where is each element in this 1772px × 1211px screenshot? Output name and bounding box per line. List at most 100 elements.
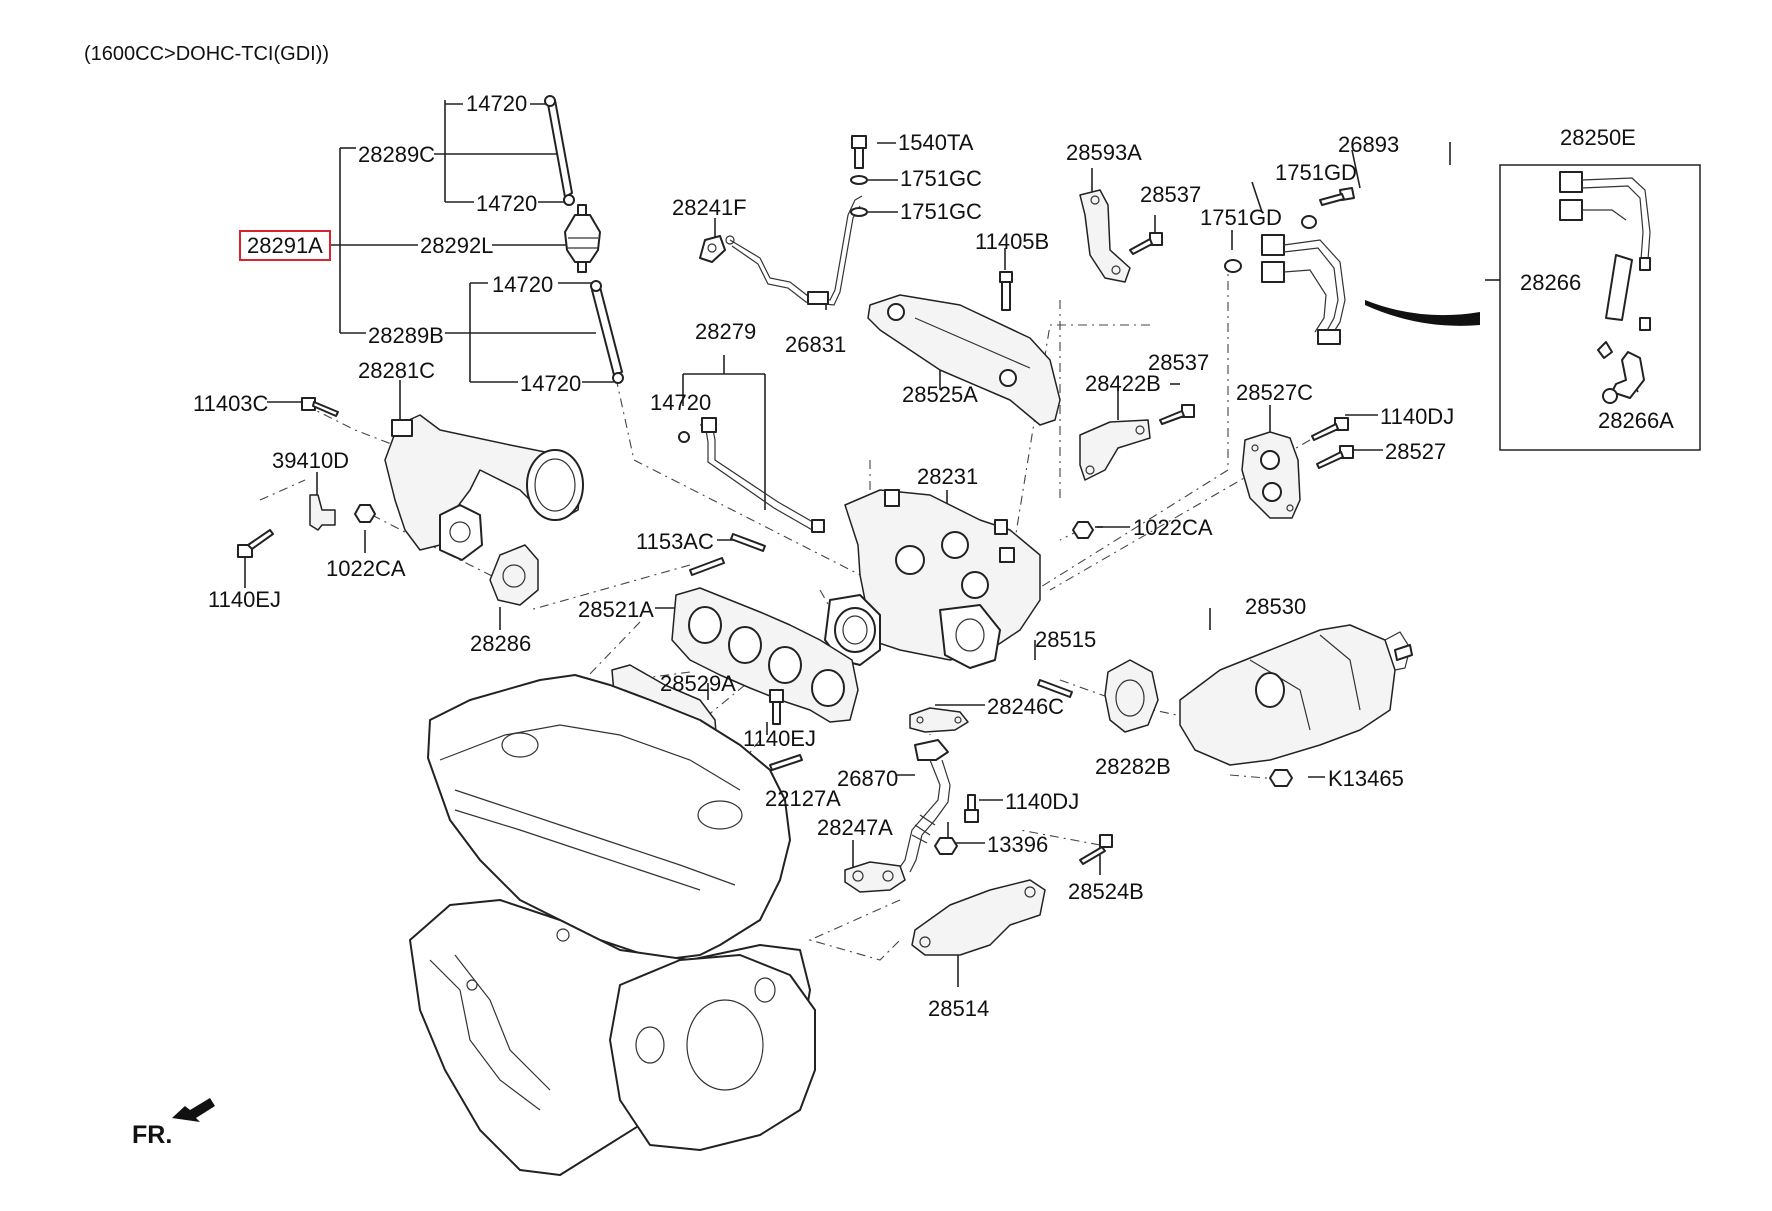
label-11403C[interactable]: 11403C	[193, 391, 269, 416]
label-28246C[interactable]: 28246C	[987, 694, 1064, 719]
front-direction-label: FR.	[132, 1121, 172, 1149]
engine-block	[409, 674, 816, 1176]
oil-return-pipe-28279	[678, 417, 825, 533]
label-28292L[interactable]: 28292L	[420, 233, 493, 258]
variant-header: (1600CC>DOHC-TCI(GDI))	[84, 43, 329, 65]
vacuum-hose-lower	[590, 280, 624, 384]
label-28527[interactable]: 28527	[1385, 439, 1446, 464]
banjo-bolt-1540TA	[850, 135, 868, 217]
stud-22127A	[769, 754, 803, 771]
label-26870[interactable]: 26870	[837, 766, 898, 791]
label-28521A[interactable]: 28521A	[578, 597, 654, 622]
label-28422B[interactable]: 28422B	[1085, 371, 1161, 396]
label-14720-c[interactable]: 14720	[492, 272, 553, 297]
label-11405B[interactable]: 11405B	[975, 229, 1049, 254]
label-28266A[interactable]: 28266A	[1598, 408, 1674, 433]
label-1022CA-b[interactable]: 1022CA	[1133, 515, 1213, 540]
label-1140EJ-a[interactable]: 1140EJ	[208, 587, 281, 612]
label-28282B[interactable]: 28282B	[1095, 754, 1171, 779]
turbocharger-28231	[824, 489, 1041, 669]
label-14720-b[interactable]: 14720	[476, 191, 537, 216]
bolts-1140DJ-28527	[1311, 417, 1354, 469]
oil-feed-pipe-26831	[699, 195, 863, 306]
bolt-1140EJ-center	[769, 689, 784, 725]
inset-box-28250E	[1499, 164, 1701, 451]
part-labels: 14720 28289C 14720 28291A 28292L 14720 2…	[193, 91, 1674, 1021]
label-28241F[interactable]: 28241F	[672, 195, 747, 220]
bolt-28524B	[1079, 834, 1113, 865]
label-22127A[interactable]: 22127A	[765, 786, 841, 811]
check-valve-28292L	[564, 204, 601, 273]
label-28527C[interactable]: 28527C	[1236, 380, 1313, 405]
studs-1153AC	[689, 533, 766, 576]
label-K13465[interactable]: K13465	[1328, 766, 1404, 791]
label-28529A[interactable]: 28529A	[660, 671, 736, 696]
label-14720-a[interactable]: 14720	[466, 91, 527, 116]
gasket-28527C	[1241, 431, 1301, 519]
heat-protector-28525A	[867, 294, 1061, 426]
label-28537-b[interactable]: 28537	[1148, 350, 1209, 375]
nut-1022CA-right	[1072, 521, 1094, 539]
selected-part-highlight	[239, 230, 331, 261]
label-1153AC[interactable]: 1153AC	[636, 529, 714, 554]
label-28289C[interactable]: 28289C	[358, 142, 435, 167]
gasket-28246C	[909, 707, 969, 733]
label-1022CA-a[interactable]: 1022CA	[326, 556, 406, 581]
label-1751GC-a[interactable]: 1751GC	[900, 166, 982, 191]
label-28291A[interactable]: 28291A	[247, 233, 323, 258]
nut-K13465	[1269, 769, 1293, 787]
label-1751GC-b[interactable]: 1751GC	[900, 199, 982, 224]
label-28593A[interactable]: 28593A	[1066, 140, 1142, 165]
nut-13396	[934, 837, 958, 855]
gasket-28286	[489, 544, 539, 606]
coolant-pipe-assembly	[1224, 187, 1355, 345]
stud-28515	[1037, 679, 1073, 698]
bracket-28514	[911, 879, 1046, 956]
label-39410D[interactable]: 39410D	[272, 448, 349, 473]
label-28525A[interactable]: 28525A	[902, 382, 978, 407]
label-1751GD-b[interactable]: 1751GD	[1200, 205, 1282, 230]
label-28289B[interactable]: 28289B	[368, 323, 444, 348]
label-28281C[interactable]: 28281C	[358, 358, 435, 383]
front-direction-arrow-icon	[172, 1098, 215, 1122]
exhaust-gasket-28521A	[671, 587, 859, 723]
label-1540TA[interactable]: 1540TA	[898, 130, 974, 155]
label-28231[interactable]: 28231	[917, 464, 978, 489]
bolt-11403C	[301, 397, 339, 417]
label-13396[interactable]: 13396	[987, 832, 1048, 857]
label-26831[interactable]: 26831	[785, 332, 846, 357]
label-1140DJ-b[interactable]: 1140DJ	[1005, 789, 1079, 814]
bracket-28593A	[1079, 189, 1131, 283]
label-28250E[interactable]: 28250E	[1560, 125, 1636, 150]
leader-lines	[244, 100, 1639, 987]
label-28279[interactable]: 28279	[695, 319, 756, 344]
label-28524B[interactable]: 28524B	[1068, 879, 1144, 904]
label-1751GD-a[interactable]: 1751GD	[1275, 160, 1357, 185]
bolt-28537-upper	[1129, 232, 1163, 255]
bolt-28537-lower	[1159, 404, 1195, 425]
bolt-1140EJ-left	[237, 529, 274, 558]
label-28286[interactable]: 28286	[470, 631, 531, 656]
nut-1022CA-left	[354, 504, 376, 523]
gasket-28282B	[1104, 659, 1159, 733]
label-26893[interactable]: 26893	[1338, 132, 1399, 157]
bolt-1140DJ-lower	[964, 794, 979, 823]
label-1140DJ-a[interactable]: 1140DJ	[1380, 404, 1454, 429]
label-28515[interactable]: 28515	[1035, 627, 1096, 652]
bolt-11405B	[999, 271, 1013, 311]
label-28537-a[interactable]: 28537	[1140, 182, 1201, 207]
label-28247A[interactable]: 28247A	[817, 815, 893, 840]
label-28530[interactable]: 28530	[1245, 594, 1306, 619]
label-14720-e[interactable]: 14720	[650, 390, 711, 415]
catalytic-converter-28530	[1179, 624, 1413, 766]
vacuum-hose-upper	[544, 95, 575, 206]
oil-drain-pipe-26870	[897, 739, 951, 873]
label-1140EJ-b[interactable]: 1140EJ	[743, 726, 816, 751]
label-14720-d[interactable]: 14720	[520, 371, 581, 396]
gasket-28247A	[844, 861, 906, 893]
label-28266[interactable]: 28266	[1520, 270, 1581, 295]
label-28514[interactable]: 28514	[928, 996, 989, 1021]
bracket-39410D	[309, 494, 336, 531]
callout-arrow	[1365, 300, 1480, 326]
